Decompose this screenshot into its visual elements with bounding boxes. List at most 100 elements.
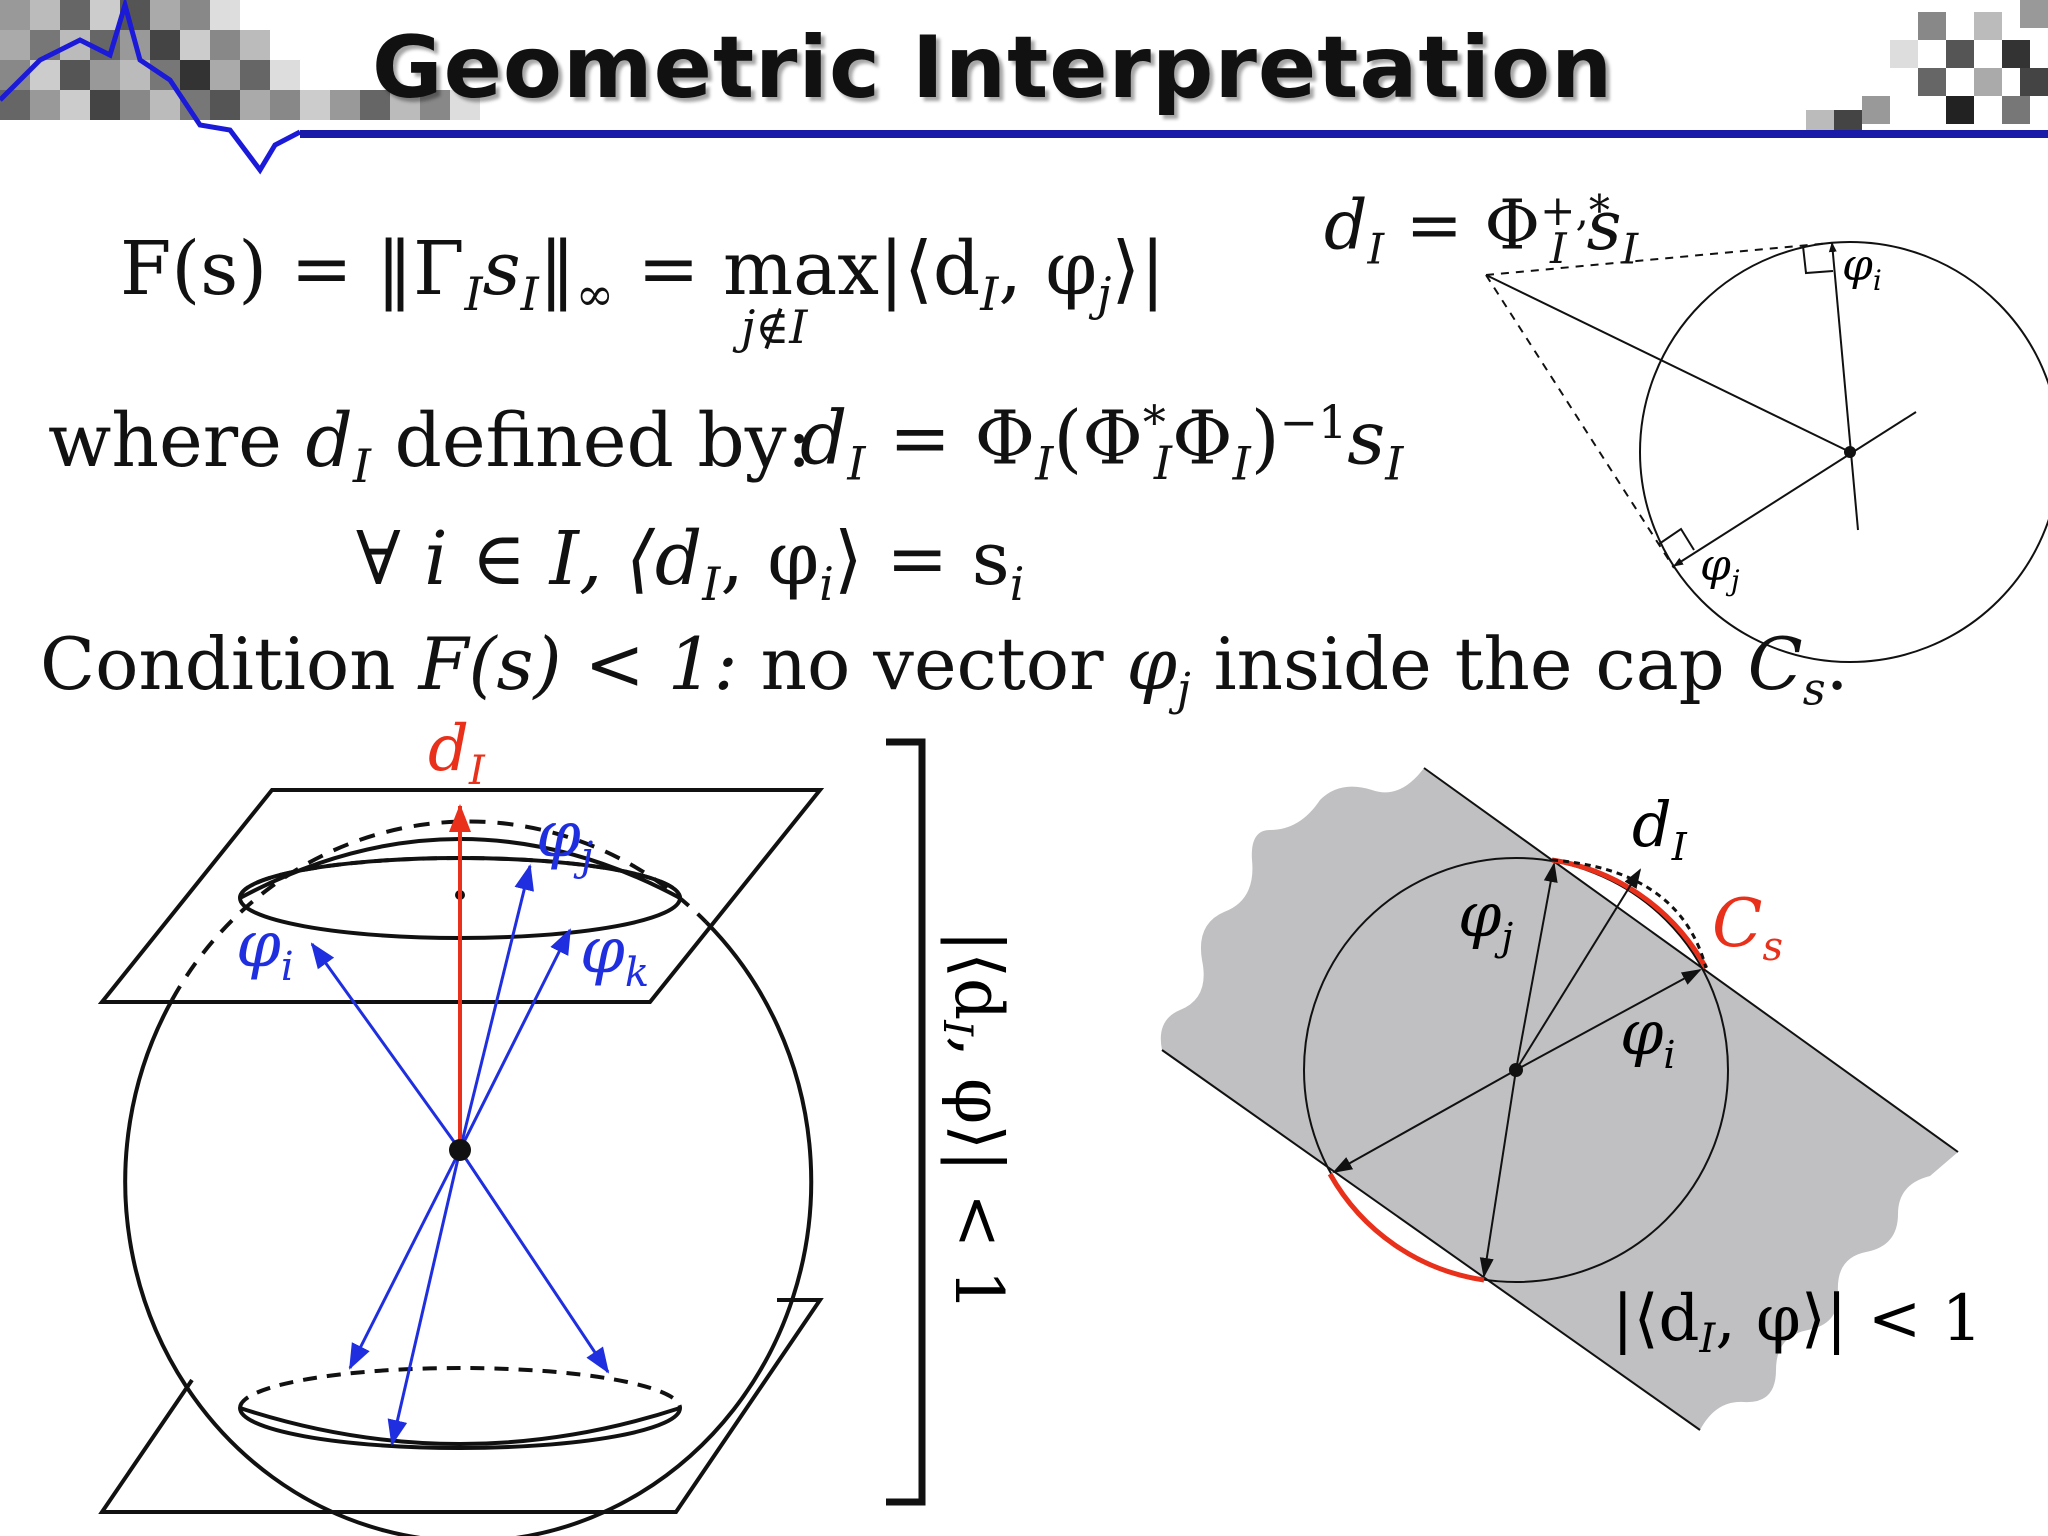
equation-dI-definition: dI = ΦI(Φ*IΦI)−1sI <box>800 399 1404 491</box>
small-label-phi-j: φj <box>1700 540 1740 597</box>
where-rest: defined by: <box>371 398 812 484</box>
arrow-neg-phi-i <box>458 1149 610 1374</box>
top-cap-ellipse <box>238 856 682 940</box>
dI-def-star: * <box>1142 395 1166 449</box>
band-arrow-dI <box>1515 868 1642 1071</box>
small-right-angle-bottom <box>1658 527 1695 551</box>
eq-F-rhs2: , φ <box>998 226 1098 312</box>
band-arrow-neg-phi-i <box>1332 1069 1517 1173</box>
band-edge-top <box>1423 767 1959 1153</box>
condition-phi-sub: j <box>1176 663 1191 716</box>
forall-sub: I <box>702 556 721 611</box>
eq-F-inf: ∞ <box>575 266 614 321</box>
condition-text2: inside the cap <box>1213 622 1725 706</box>
pixel-mosaic-left <box>0 0 480 120</box>
band-edge-bottom <box>1161 1049 1701 1431</box>
arrow-phi-j <box>458 864 534 1151</box>
dI-def-phi-sub: I <box>1232 436 1251 491</box>
eq-F-rhs-sub2: j <box>1097 266 1112 321</box>
dI-def-rhs: = Φ <box>865 395 1036 482</box>
sphere-label-dI: dI <box>428 712 486 794</box>
arrow-neg-phi-j <box>387 1149 462 1446</box>
condition-cap-sub: s <box>1802 663 1826 716</box>
bottom-cap-dashed <box>237 1365 683 1409</box>
where-text: where <box>48 398 282 484</box>
sphere-label-phi-k: φk <box>580 914 649 996</box>
arrow-phi-i <box>310 942 462 1151</box>
tr-s-sub: I <box>1621 224 1639 274</box>
sphere-label-phi-j: φj <box>536 798 593 880</box>
small-phi-i-line <box>1828 242 1859 531</box>
condition-text: no vector <box>760 622 1104 706</box>
bottom-cap-front-arc <box>239 1406 681 1446</box>
band-label-phi-i: φi <box>1620 996 1676 1077</box>
dI-def-d: d <box>800 395 848 482</box>
eq-F-max-sub: j∉I <box>740 300 808 354</box>
sphere-label-phi-i: φi <box>236 908 294 990</box>
forall-3: ⟩ = s <box>833 516 1010 602</box>
dI-def-paren: (Φ <box>1053 395 1143 482</box>
eq-F-eq: = <box>613 226 723 312</box>
tr-sup: +,* <box>1540 186 1610 235</box>
small-label-phi-i: φi <box>1842 240 1882 297</box>
band-label-phi-j: φj <box>1458 878 1513 959</box>
dI-def-s: s <box>1347 395 1386 482</box>
band-dashed-dI <box>1551 858 1708 969</box>
forall-sub3: i <box>1009 556 1025 611</box>
eq-F-lhs: F(s) = ‖Γ <box>120 226 465 312</box>
band-circle <box>1303 857 1729 1283</box>
band-arrow-phi-i <box>1515 969 1702 1071</box>
condition-phi: φ <box>1126 622 1177 706</box>
band-center-dot <box>1509 1063 1523 1077</box>
bottom-cap-dashed-line <box>238 1366 682 1409</box>
sphere-dashed-back <box>170 819 708 1001</box>
where-d: d <box>305 398 353 484</box>
forall-sub2: i <box>819 556 834 611</box>
small-center-dot <box>1844 446 1856 458</box>
bottom-plane <box>98 1298 824 1514</box>
dI-def-rhs-sub: I <box>1035 436 1054 491</box>
small-right-angle-top <box>1802 245 1834 275</box>
dI-def-sub: I <box>847 436 866 491</box>
tr-d: d <box>1324 186 1368 266</box>
condition-cap: C <box>1747 622 1803 706</box>
band-arrow-neg-phi-j <box>1479 1069 1517 1278</box>
top-cap-front-arc <box>239 837 681 900</box>
tr-eq: = Φ <box>1384 186 1541 266</box>
sphere-center-dot <box>449 1139 471 1161</box>
dI-def-star-sub: I <box>1153 436 1172 491</box>
eq-F-norm: ‖ <box>538 226 576 312</box>
bottom-cap-ellipse <box>238 1366 682 1450</box>
blue-wave-decoration <box>0 0 302 175</box>
slide-title: Geometric Interpretation <box>372 18 1614 118</box>
top-cap-dashed <box>238 856 682 899</box>
forall-2: , φ <box>720 516 820 602</box>
tr-sup-sub: I <box>1549 224 1567 274</box>
arrow-neg-phi-k <box>348 1149 462 1370</box>
title-rule <box>300 130 2048 138</box>
where-sub: I <box>352 438 371 493</box>
band-label-constraint: |⟨dI, φ⟩| < 1 <box>1612 1282 1982 1362</box>
eq-F-max: max <box>722 226 880 312</box>
cap-arc-bottom <box>1327 1172 1485 1283</box>
arrow-phi-k <box>458 928 572 1151</box>
tr-sub: I <box>1367 224 1385 274</box>
tr-s: s <box>1586 186 1622 266</box>
dI-def-phi: Φ <box>1171 395 1233 482</box>
gray-band <box>1160 768 1958 1430</box>
header-banner <box>0 0 2048 175</box>
dI-def-s-sub: I <box>1385 436 1404 491</box>
dI-def-close: ) <box>1250 395 1280 482</box>
eq-F-rhs3: ⟩| <box>1111 226 1166 312</box>
eq-F-rhs-sub: I <box>980 266 999 321</box>
band-arrow-phi-j <box>1515 862 1558 1071</box>
small-phi-j-line <box>1673 411 1917 567</box>
band-label-dI: dI <box>1632 788 1688 869</box>
eq-F-sub: I <box>464 266 483 321</box>
dI-def-inv: −1 <box>1279 395 1348 449</box>
eq-F-rhs: |⟨d <box>879 226 981 312</box>
top-cap-center-dot <box>455 890 465 900</box>
equation-where: where dI defined by: <box>48 404 812 490</box>
